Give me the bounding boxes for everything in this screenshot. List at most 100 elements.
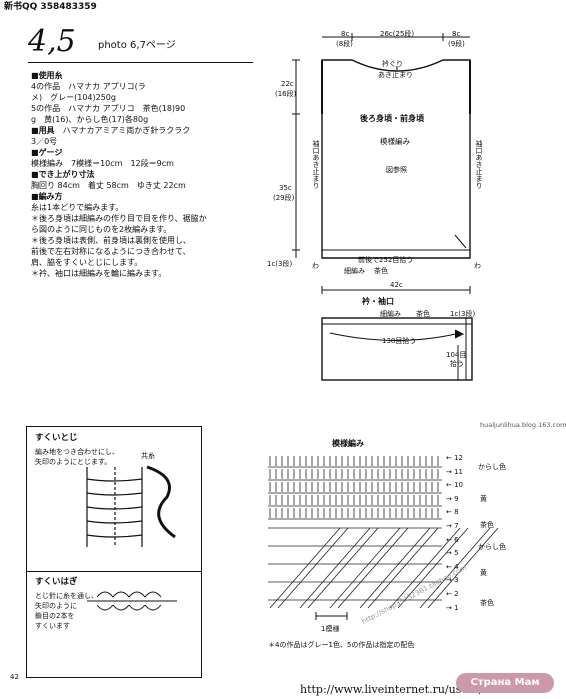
diagonal-band [299, 527, 371, 609]
row-number-6: ← 6 [446, 535, 459, 544]
dim-26c: 26c(25段) [380, 29, 414, 38]
armhole-right-label: 袖口あき止まり [475, 140, 483, 189]
method-line: ＊後ろ身頃は表側、前身頃は裏側を使用し、 [31, 236, 191, 245]
materials-line: メ) グレー(104)250g [31, 93, 116, 102]
row-number-1: → 1 [446, 603, 459, 612]
title-rule [28, 62, 253, 63]
diagonal-band [329, 527, 401, 609]
gauge-heading: ■ゲージ [31, 148, 63, 157]
dim-1c-3rows: 1c(3段) [267, 259, 292, 268]
joining-box: すくいとじ 編み地をつき合わせにし、 矢印のようにとじます。 共糸 すくいはぎ … [26, 426, 202, 678]
method-heading: ■編み方 [31, 192, 63, 201]
diagonal-band [419, 527, 491, 609]
collar-title: 衿・袖口 [362, 296, 394, 306]
diagonal-band [337, 527, 409, 609]
row-number-12: ← 12 [446, 454, 463, 462]
body-ref: 図参照 [386, 165, 407, 174]
diagonal-band [397, 527, 469, 609]
sukui-hagi-text: すくいます [35, 622, 70, 630]
diagonal-band [307, 527, 379, 609]
yarn-label: 共糸 [141, 452, 155, 460]
sukui-hagi-text: とじ針に糸を通し、 [35, 592, 98, 600]
color-row-8: 茶色 [480, 521, 494, 529]
watermark-blog: hualjunlihua.blog.163.com [480, 421, 566, 429]
size-heading: ■でき上がり寸法 [31, 170, 95, 179]
page-number: 42 [10, 673, 19, 681]
dim-8-rows-left: (8段) [336, 39, 353, 48]
tools-line2: 3／0号 [31, 137, 58, 146]
neck-label: 衿ぐり [382, 59, 403, 68]
row-number-7: → 7 [446, 522, 459, 530]
row-number-8: ← 8 [446, 508, 459, 517]
size-line: 胸回り 84cm 着丈 58cm ゆき丈 22cm [31, 181, 186, 190]
dim-35c: 35c [279, 184, 292, 192]
pattern-title: 模様編み [332, 439, 364, 448]
sukui-hagi-text: 矢印のように [35, 602, 77, 610]
instructions: ■使用糸 4の作品 ハマナカ アプリコ(ラ メ) グレー(104)250g 5の… [31, 70, 207, 279]
sukui-toji-text: 矢印のようにとじます。 [35, 458, 112, 466]
wa-left: わ [312, 262, 319, 270]
photo-ref: photo 6,7ページ [98, 40, 176, 51]
collar-pick-104-b: 拾う [450, 359, 464, 368]
collar-pick-104: 104目 [446, 351, 466, 359]
diagonal-band [269, 527, 341, 609]
collar-color: 茶色 [416, 309, 430, 318]
method-line: ら図のように同じものを2枚編みます。 [31, 225, 172, 234]
body-stitch: 模様編み [380, 136, 410, 146]
diagonal-band [359, 527, 431, 609]
armhole-left-label: 袖口あき止まり [312, 140, 320, 189]
materials-line: 5の作品 ハマナカ アプリコ 茶色(18)90 [31, 104, 186, 113]
dim-8c-left: 8c [341, 30, 349, 38]
tools-line: ■用具 ハマナカアミアミ両かぎ針ラクラク [31, 126, 191, 135]
method-line: ＊衿、袖口は細編みを輪に編みます。 [31, 269, 167, 278]
header-text: 新书QQ 358483359 [4, 2, 97, 12]
dim-8c-right: 8c [452, 30, 460, 38]
row-number-2: ← 2 [446, 590, 459, 598]
sukui-hagi-text: 鎖目の2本を [35, 612, 75, 620]
materials-line: g 黄(16)、からし色(17)各80g [31, 115, 149, 124]
color-row-2: 茶色 [480, 599, 494, 607]
materials-heading: ■使用糸 [31, 71, 63, 80]
sukui-toji-title: すくいとじ [35, 433, 78, 443]
bottom-edge-color: 茶色 [374, 266, 388, 275]
materials-line: 4の作品 ハマナカ アプリコ(ラ [31, 82, 146, 91]
collar-stitch: 細編み [380, 309, 401, 318]
box-divider [27, 571, 201, 572]
dim-16-rows: (16段) [275, 89, 297, 98]
body-title: 後ろ身頃・前身頃 [360, 113, 425, 123]
site-logo-text: Страна Мам [470, 677, 540, 688]
wa-right: わ [474, 262, 481, 270]
row-number-10: ← 10 [446, 481, 463, 490]
pattern-note: ＊4の作品はグレー1色、5の作品は指定の配色 [268, 641, 415, 649]
diagonal-band [277, 527, 349, 609]
method-line: 前後で左右対称になるようにつき合わせて、 [31, 247, 191, 256]
color-row-6: からし色 [478, 543, 506, 551]
collar-1c: 1c(3段) [450, 309, 475, 318]
gauge-line: 模様編み 7模様＝10cm 12段＝9cm [31, 159, 174, 168]
color-row-12: からし色 [478, 463, 506, 471]
width-42c: 42c [390, 281, 403, 289]
footer-url[interactable]: http://www.liveinternet.ru/users/ [300, 683, 483, 696]
diagonal-band [427, 527, 499, 609]
sukui-toji-text: 編み地をつき合わせにし、 [35, 448, 119, 456]
dim-9-rows-right: (9段) [448, 39, 465, 48]
neck-stop-label: あき止まり [378, 70, 413, 79]
row-number-5: → 5 [446, 549, 459, 558]
row-number-9: → 9 [446, 494, 459, 503]
bottom-edge-stitch: 細編み [344, 266, 365, 275]
method-line: 糸は1本どりで編みます。 [31, 203, 124, 212]
color-row-4: 黄 [480, 569, 487, 577]
color-row-10: 黄 [480, 495, 487, 503]
repeat-label: 1模様 [321, 625, 340, 633]
method-line: 肩、脇をすくいとじにします。 [31, 258, 143, 267]
diagonal-band [389, 527, 461, 609]
diagonal-band [367, 527, 439, 609]
method-line: ＊後ろ身頃は細編みの作り目で目を作り、裾脇か [31, 214, 207, 223]
sukui-toji-illustration [86, 465, 177, 611]
collar-pick-138: 138目拾う [382, 336, 416, 345]
row-number-3: → 3 [446, 576, 459, 585]
bottom-pickup: 前後で252目拾う [358, 255, 413, 264]
pattern-number: 4,5 [28, 24, 76, 59]
